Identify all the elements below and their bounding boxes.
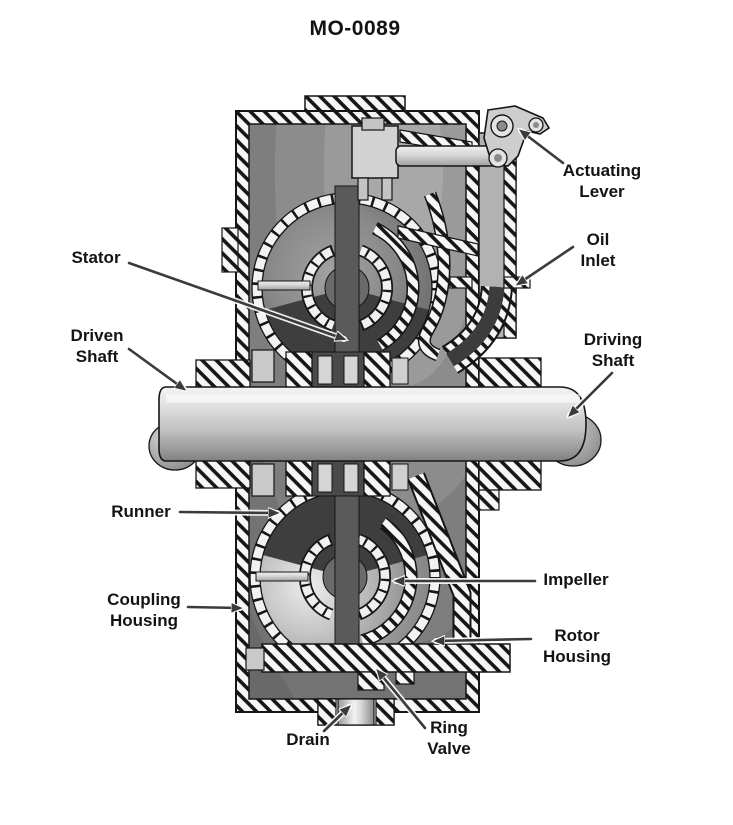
bearing-and-flange-assembly (195, 349, 542, 497)
impeller-hatched-lining (360, 518, 417, 646)
label-impeller: Impeller (543, 570, 609, 589)
drain-assembly (317, 698, 395, 726)
label-actuating-lever: Actuating Lever (562, 161, 642, 202)
leader-actuating-lever (521, 131, 565, 165)
leader-rotor-housing (436, 639, 533, 641)
stator-hatched-lining (372, 223, 418, 350)
impeller-spoke (255, 571, 309, 582)
rotor-housing-upper-wall (417, 191, 451, 362)
leader-lines (126, 131, 615, 734)
rotor-housing-band (409, 473, 470, 648)
right-bearing-lower (478, 459, 542, 491)
label-oil-inlet: Oil Inlet (580, 230, 616, 271)
label-drain: Drain (286, 730, 330, 749)
leader-ring-valve (378, 671, 427, 730)
leader-driven-shaft (127, 347, 184, 389)
rotor-housing-bottom-flange (261, 643, 511, 673)
clevis-block (351, 125, 399, 179)
label-rotor-housing: Rotor Housing (543, 626, 611, 667)
label-driving-shaft: Driving Shaft (583, 330, 643, 371)
hex-bolt (251, 349, 275, 383)
leader-coupling-housing (186, 607, 240, 608)
figure-title: MO-0089 (309, 17, 401, 40)
actuating-lever-assembly (351, 105, 551, 257)
lower-chamber-impeller (249, 464, 441, 673)
label-ring-valve: Ring Valve (427, 718, 471, 759)
label-coupling-housing: Coupling Housing (107, 590, 181, 631)
leader-driving-shaft (570, 371, 614, 415)
label-driven-shaft: Driven Shaft (70, 326, 124, 367)
label-stator: Stator (71, 248, 121, 267)
label-runner: Runner (111, 502, 171, 521)
leader-runner (178, 512, 277, 513)
flange-bolt (245, 647, 265, 671)
leader-oil-inlet (518, 245, 575, 284)
right-bearing-upper (478, 357, 542, 389)
leader-drain (322, 707, 349, 733)
leader-stator (127, 261, 344, 339)
hex-bolt (251, 463, 275, 497)
left-tab (221, 227, 239, 273)
shafts (148, 386, 602, 471)
runner-spoke (257, 280, 311, 291)
